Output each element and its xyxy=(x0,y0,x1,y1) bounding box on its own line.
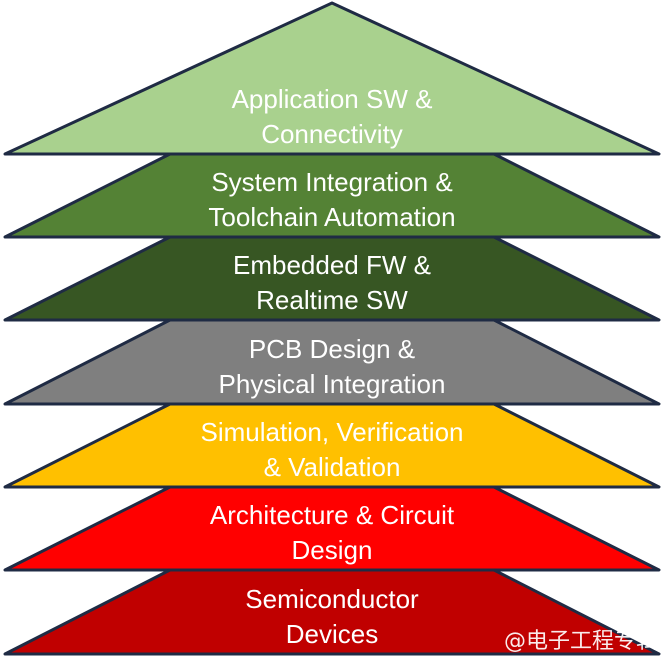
layer-architecture-shape xyxy=(3,485,661,572)
layer-pcb-design-shape xyxy=(3,318,661,406)
layer-pcb-design-label-line2: Physical Integration xyxy=(219,369,446,399)
layer-embedded-fw-shape xyxy=(3,235,661,322)
layer-system-integration-label-line1: System Integration & xyxy=(211,167,452,197)
layer-embedded-fw: Embedded FW & Realtime SW xyxy=(3,235,661,322)
layer-semiconductor: Semiconductor Devices xyxy=(3,568,661,656)
layer-embedded-fw-label-line2: Realtime SW xyxy=(256,285,408,315)
layer-simulation-shape xyxy=(3,402,661,489)
watermark-label: @电子工程专辑 xyxy=(503,629,658,654)
layer-pcb-design-label-line1: PCB Design & xyxy=(249,334,415,364)
layer-embedded-fw-label-line1: Embedded FW & xyxy=(233,250,431,280)
layer-simulation-label-line1: Simulation, Verification xyxy=(200,417,463,447)
layer-application-sw-label-line2: Connectivity xyxy=(261,119,403,149)
layer-architecture: Architecture & Circuit Design xyxy=(3,485,661,572)
layer-system-integration-label-line2: Toolchain Automation xyxy=(208,202,455,232)
layer-semiconductor-shape xyxy=(3,568,661,656)
layer-application-sw-label-line1: Application SW & xyxy=(232,84,433,114)
layer-simulation: Simulation, Verification & Validation xyxy=(3,402,661,489)
layer-architecture-label-line1: Architecture & Circuit xyxy=(210,500,455,530)
layer-semiconductor-label-line2: Devices xyxy=(286,619,378,649)
layer-architecture-label-line2: Design xyxy=(292,535,373,565)
layer-system-integration-shape xyxy=(3,152,661,239)
layer-semiconductor-label-line1: Semiconductor xyxy=(245,584,419,614)
layer-simulation-label-line2: & Validation xyxy=(264,452,401,482)
layer-system-integration: System Integration & Toolchain Automatio… xyxy=(3,152,661,239)
layer-application-sw: Application SW & Connectivity xyxy=(3,1,661,156)
layer-pcb-design: PCB Design & Physical Integration xyxy=(3,318,661,406)
